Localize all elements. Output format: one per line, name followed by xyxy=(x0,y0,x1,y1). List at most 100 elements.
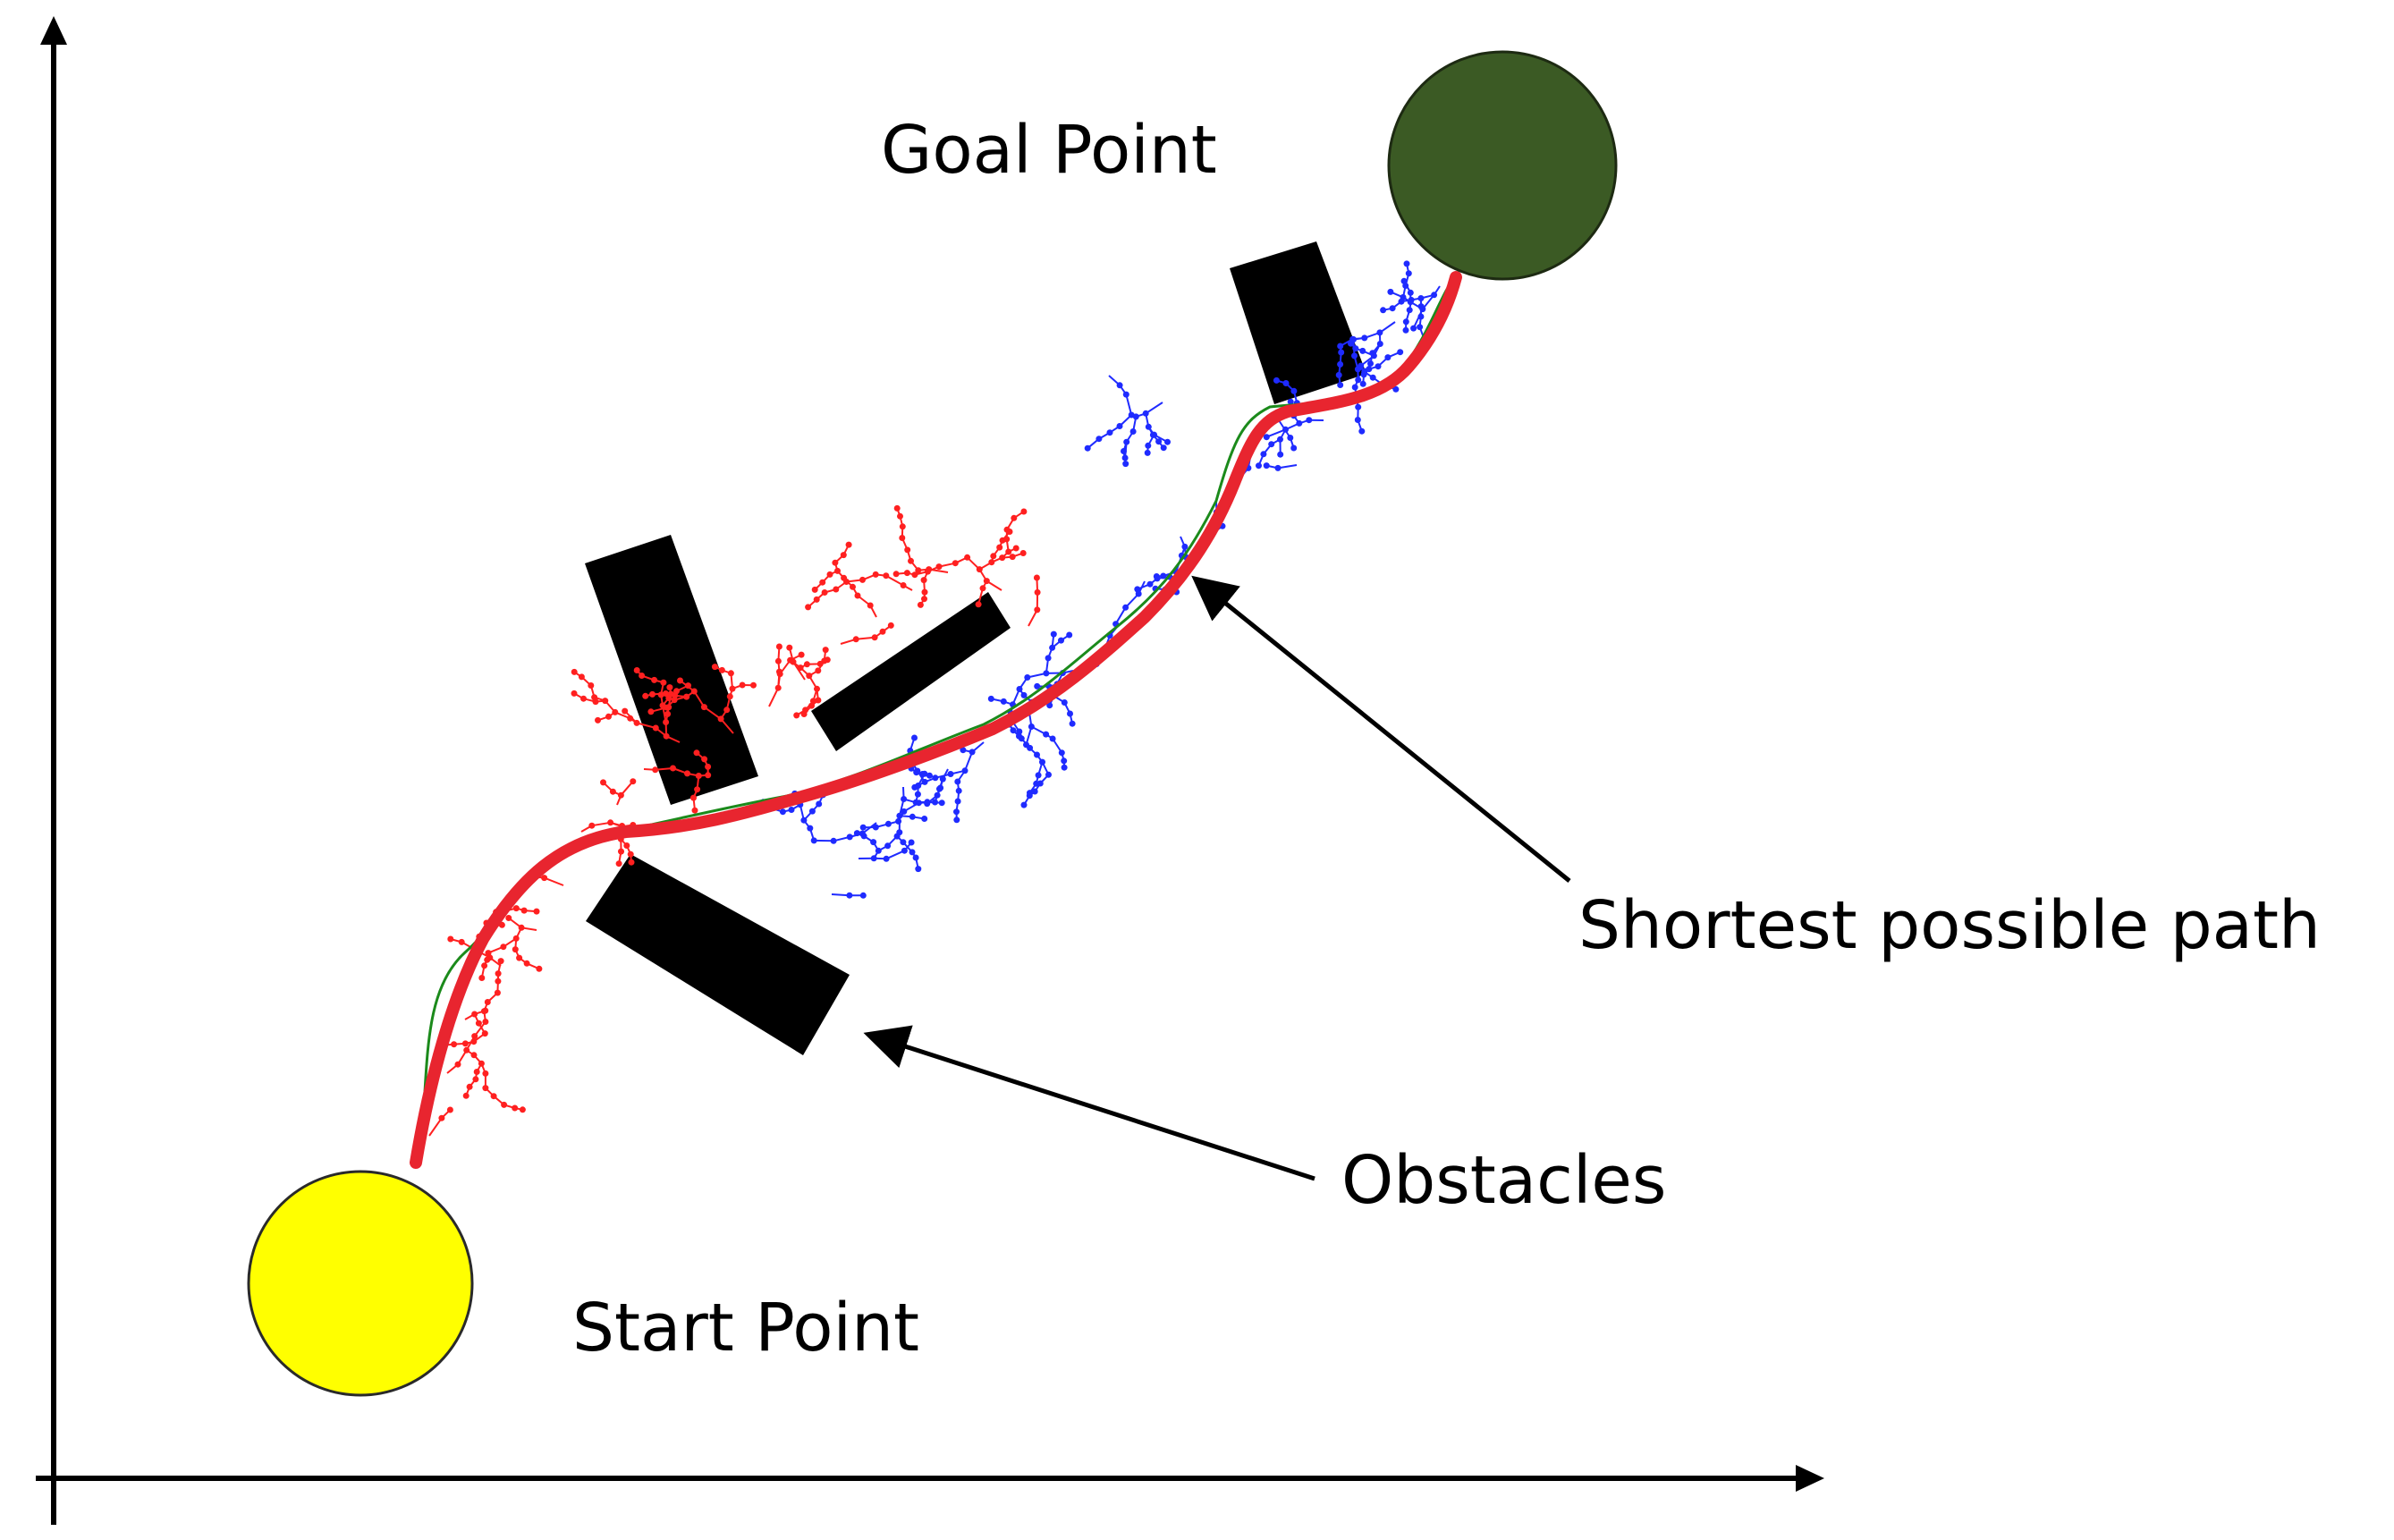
tree-node xyxy=(677,678,683,684)
path-annotation-arrow xyxy=(1198,581,1569,881)
obstacles-annotation-arrow xyxy=(872,1036,1315,1179)
tree-node xyxy=(642,693,648,699)
tree-node xyxy=(666,684,673,690)
tree-node xyxy=(694,749,700,756)
shortest-path-label: Shortest possible path xyxy=(1578,887,2321,964)
tree-node xyxy=(776,644,782,650)
tree-node xyxy=(854,830,860,836)
tree-node xyxy=(846,542,852,548)
tree-node xyxy=(1016,733,1022,740)
tree-node xyxy=(505,915,512,921)
tree-node xyxy=(630,778,636,784)
tree-node xyxy=(1085,445,1091,452)
tree-node xyxy=(647,708,654,715)
tree-node xyxy=(1034,575,1040,581)
tree-edge xyxy=(1126,394,1131,415)
obstacles xyxy=(585,241,1366,1055)
tree-node xyxy=(1021,802,1028,808)
tree-node xyxy=(1122,461,1129,467)
tree-node xyxy=(909,840,915,846)
tree-node xyxy=(786,645,792,651)
tree-node xyxy=(1070,721,1076,727)
tree-node xyxy=(801,711,808,717)
tree-node xyxy=(1145,450,1151,456)
tree-node xyxy=(793,712,799,718)
tree-node xyxy=(692,808,698,814)
tree-node xyxy=(888,622,894,629)
tree-node xyxy=(1404,260,1410,267)
tree-node xyxy=(921,816,927,822)
tree-node xyxy=(1020,550,1027,556)
tree-node xyxy=(571,690,578,697)
tree-node xyxy=(988,696,994,702)
tree-node xyxy=(805,604,811,610)
y-axis-arrowhead xyxy=(40,16,67,45)
tree-node xyxy=(750,682,757,689)
start-point-circle xyxy=(249,1172,472,1395)
shortest-path-line xyxy=(416,277,1456,1163)
tree-node xyxy=(1397,349,1403,355)
tree-node xyxy=(921,771,927,777)
tree-node xyxy=(1161,444,1167,451)
start-point-label: Start Point xyxy=(572,1290,919,1367)
tree-node xyxy=(1277,452,1283,458)
tree-node xyxy=(595,717,601,723)
obstacles-label: Obstacles xyxy=(1341,1142,1666,1219)
tree-node xyxy=(1380,307,1386,313)
tree-node xyxy=(976,601,982,607)
tree-node xyxy=(894,505,901,512)
tree-node xyxy=(571,669,578,675)
tree-node xyxy=(712,664,718,670)
tree-node xyxy=(1337,382,1343,388)
tree-node xyxy=(600,779,606,785)
tree-node xyxy=(1164,439,1171,445)
tree-node xyxy=(534,909,540,915)
tree-node xyxy=(812,587,818,593)
tree-node xyxy=(463,1093,469,1099)
tree-node xyxy=(1410,326,1417,332)
tree-node xyxy=(447,936,453,943)
tree-node xyxy=(478,975,485,981)
tree-node xyxy=(911,735,918,741)
obstacle xyxy=(1230,241,1366,404)
tree-node xyxy=(1051,631,1057,638)
obstacle xyxy=(586,854,850,1055)
tree-node xyxy=(1358,428,1365,435)
tree-node xyxy=(447,1107,453,1113)
tree-node xyxy=(482,1008,488,1014)
tree-node xyxy=(536,966,542,972)
tree-node xyxy=(634,667,640,673)
tree-node xyxy=(1020,509,1027,515)
tree-node xyxy=(915,866,921,872)
tree-node xyxy=(1387,289,1393,295)
tree-node xyxy=(1013,546,1019,552)
obstacle xyxy=(585,535,758,805)
tree-node xyxy=(616,860,622,867)
tree-node xyxy=(1066,632,1072,639)
tree-node xyxy=(622,708,628,715)
tree-node xyxy=(1264,462,1270,469)
tree-node xyxy=(1062,765,1068,771)
tree-node xyxy=(799,652,805,658)
tree-node xyxy=(520,1106,526,1113)
tree-node xyxy=(953,817,960,823)
tree-node xyxy=(918,602,924,608)
tree-node xyxy=(1403,327,1409,334)
tree-node xyxy=(1122,455,1129,461)
tree-node xyxy=(1360,381,1366,387)
tree-node xyxy=(1273,377,1280,384)
goal-point-label: Goal Point xyxy=(881,112,1217,189)
tree-node xyxy=(893,571,900,577)
tree-node xyxy=(939,800,945,806)
x-axis-arrowhead xyxy=(1796,1465,1824,1492)
tree-node xyxy=(823,647,829,653)
tree-node xyxy=(1290,445,1297,452)
tree-node xyxy=(629,859,635,866)
tree-node xyxy=(860,893,867,899)
tree-node xyxy=(860,825,867,831)
tree-node xyxy=(1256,462,1262,469)
goal-point-circle xyxy=(1389,52,1616,279)
tree-edge xyxy=(429,1118,442,1136)
